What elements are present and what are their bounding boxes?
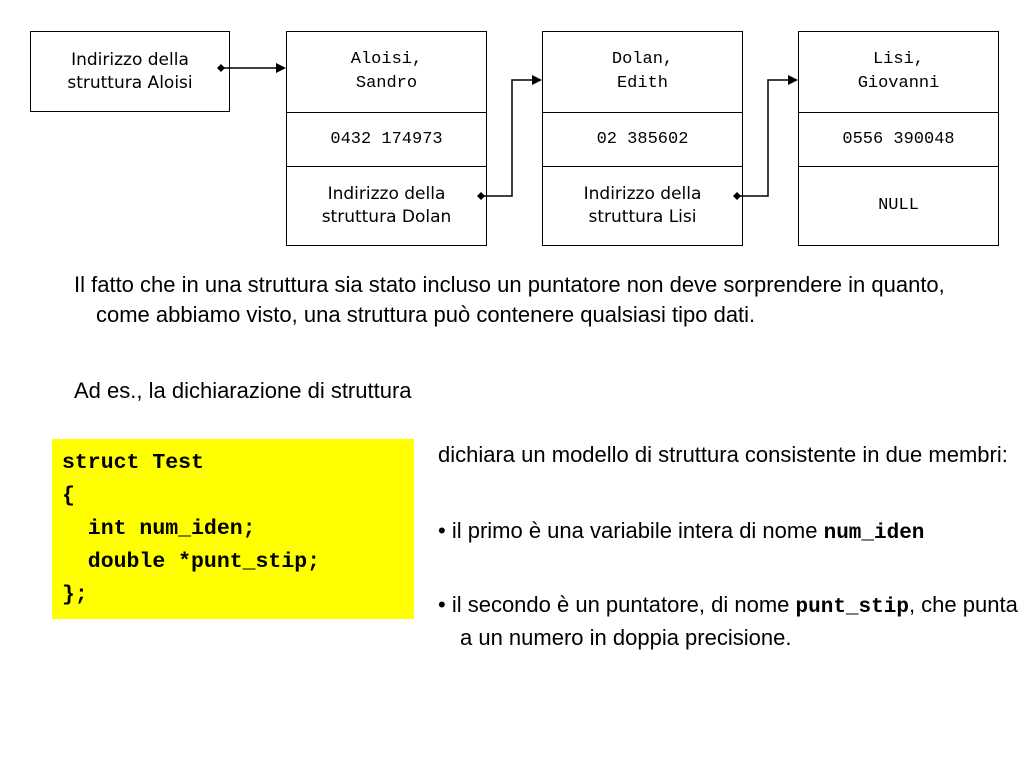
code-line: {	[62, 484, 75, 508]
arrow-dolan-to-lisi	[737, 79, 790, 197]
node-next-pointer: Indirizzo della struttura Lisi	[543, 166, 742, 245]
pointer-dot	[477, 192, 485, 200]
arrowhead	[276, 63, 286, 73]
paragraph-text: Ad es., la dichiarazione di struttura	[74, 378, 412, 403]
node-phone: 0556 390048	[799, 112, 998, 166]
pointer-dot	[733, 192, 741, 200]
arrow-aloisi-to-dolan	[481, 79, 534, 197]
node-aloisi: Aloisi, Sandro 0432 174973 Indirizzo del…	[286, 31, 487, 246]
code-snippet: struct Test { int num_iden; double *punt…	[52, 439, 414, 619]
start-pointer-label: Indirizzo della struttura Aloisi	[67, 49, 193, 93]
node-null-pointer: NULL	[799, 166, 998, 245]
pointer-dot	[217, 64, 225, 72]
node-dolan: Dolan, Edith 02 385602 Indirizzo della s…	[542, 31, 743, 246]
arrowhead	[788, 75, 798, 85]
node-next-pointer: Indirizzo della struttura Dolan	[287, 166, 486, 245]
arrowhead	[532, 75, 542, 85]
node-name: Lisi, Giovanni	[857, 50, 940, 93]
description-intro-text: dichiara un modello di struttura consist…	[438, 442, 1008, 467]
bullet-text-rest: , che punta a un numero in doppia precis…	[460, 592, 1018, 650]
code-line: };	[62, 583, 88, 607]
code-line: struct Test	[62, 451, 204, 475]
node-phone: 02 385602	[543, 112, 742, 166]
paragraph-text: Il fatto che in una struttura sia stato …	[74, 272, 945, 327]
node-name: Dolan, Edith	[611, 50, 674, 93]
code-line: double *punt_stip;	[62, 550, 321, 574]
bullet-item-second-member: • il secondo è un puntatore, di nome pun…	[438, 590, 1020, 653]
bullet-item-first-member: • il primo è una variabile intera di nom…	[438, 516, 1020, 549]
code-line: int num_iden;	[62, 517, 256, 541]
bullet-marker: •	[438, 592, 446, 617]
pointer-arrows	[217, 63, 798, 200]
code-identifier: num_iden	[823, 522, 925, 545]
bullet-text: il primo è una variabile intera di nome	[451, 518, 818, 543]
start-pointer-box: Indirizzo della struttura Aloisi	[30, 31, 230, 112]
bullet-text: il secondo è un puntatore, di nome	[451, 592, 790, 617]
paragraph-pointer-in-struct: Il fatto che in una struttura sia stato …	[74, 270, 966, 330]
description-intro: dichiara un modello di struttura consist…	[438, 440, 1020, 470]
node-name: Aloisi, Sandro	[350, 50, 423, 93]
bullet-marker: •	[438, 518, 446, 543]
paragraph-example-intro: Ad es., la dichiarazione di struttura	[74, 376, 674, 406]
node-phone: 0432 174973	[287, 112, 486, 166]
node-lisi: Lisi, Giovanni 0556 390048 NULL	[798, 31, 999, 246]
code-identifier: punt_stip	[795, 596, 909, 619]
